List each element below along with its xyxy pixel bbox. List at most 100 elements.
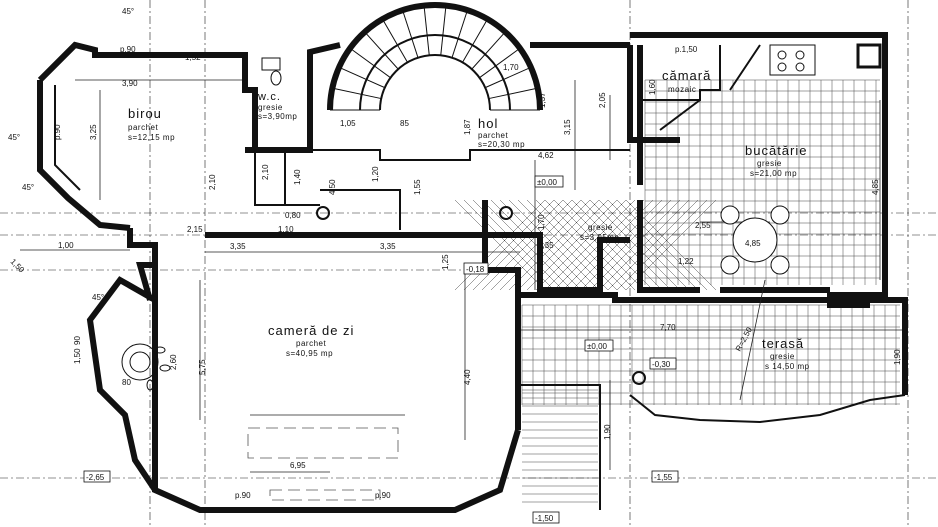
- dimension-label: 6,95: [290, 461, 306, 470]
- level-marker: -1,50: [535, 514, 554, 523]
- dimension-label: 1,37: [538, 92, 547, 108]
- dimension-label: 4,50: [328, 179, 337, 195]
- dimension-label: 90: [73, 336, 82, 345]
- dimension-label: 5,75: [198, 359, 207, 375]
- stair-tread: [451, 9, 468, 58]
- living-room-table: [247, 427, 399, 501]
- level-marker: -0,30: [652, 360, 671, 369]
- hatch-line: [481, 199, 573, 291]
- dimension-label: p.90: [53, 124, 62, 140]
- dimension-label: 80: [122, 378, 131, 387]
- exterior-stairs: [522, 389, 598, 503]
- dimension-label: 1,40: [293, 169, 302, 185]
- spiral-staircase: [327, 2, 543, 111]
- hatch-line: [490, 199, 582, 291]
- hatch-line: [580, 199, 672, 291]
- stair-tread: [402, 9, 419, 58]
- dimension-label: 3,25: [89, 124, 98, 140]
- room-floor-bucatarie: gresie: [757, 159, 782, 168]
- room-area-hol: s=20,30 mp: [478, 140, 525, 149]
- room-area-camera-de-zi: s=40,95 mp: [286, 349, 333, 358]
- room-name-bucatarie: bucătărie: [745, 143, 807, 158]
- level-marker: ±0,00: [587, 342, 608, 351]
- room-name-birou: birou: [128, 106, 162, 121]
- dimension-label: 45°: [22, 183, 34, 192]
- stair-tread: [479, 47, 521, 79]
- room-area-wc: s=3,90mp: [258, 112, 297, 121]
- stair-tread: [440, 5, 447, 56]
- dimension-label: 1,70: [503, 63, 519, 72]
- level-marker: ±0,00: [537, 178, 558, 187]
- dimension-label: p.90: [235, 491, 251, 500]
- dimension-label: 1,87: [463, 119, 472, 135]
- stair-tread: [488, 87, 538, 100]
- stair-tread: [364, 31, 399, 70]
- dimension-label: 2,05: [598, 92, 607, 108]
- dimension-label: 1,60: [648, 79, 657, 95]
- dimension-label: 2,15: [187, 225, 203, 234]
- stair-tread: [382, 18, 408, 63]
- dimension-label: 3,15: [563, 119, 572, 135]
- kitchen-fixtures: [720, 43, 882, 401]
- hatch-line: [454, 199, 546, 291]
- stair-tread: [485, 66, 532, 89]
- stair-tread: [332, 87, 382, 100]
- room-area-terasa: s 14,50 mp: [765, 362, 810, 371]
- dimension-label: 1,10: [278, 225, 294, 234]
- room-labels: birou parchet s=12,15 mp w.c. gresie s=3…: [128, 68, 810, 371]
- dimension-label: 2,55: [695, 221, 711, 230]
- stair-tread: [338, 66, 385, 89]
- hatch-line: [517, 199, 609, 291]
- hatch-line: [463, 199, 555, 291]
- dimension-label: 2,10: [208, 174, 217, 190]
- dimension-label: 3,35: [230, 242, 246, 251]
- hatch-line: [589, 199, 681, 291]
- dimension-label: 2,35: [538, 241, 554, 250]
- dimension-label: 1,90: [603, 424, 612, 440]
- hatch-line: [544, 199, 636, 291]
- dimension-label: p.90: [375, 491, 391, 500]
- dimension-label: 1,70: [537, 214, 546, 230]
- plant-symbols: [121, 343, 171, 391]
- room-area-bucatarie: s=21,00 mp: [750, 169, 797, 178]
- room-floor-camara: mozaic: [668, 85, 696, 94]
- room-floor-gresie: gresie: [588, 223, 613, 232]
- dimension-label: 1,00: [58, 241, 74, 250]
- dimension-label: 4,40: [463, 369, 472, 385]
- room-floor-birou: parchet: [128, 123, 158, 132]
- walls: [37, 32, 908, 513]
- dimension-label: 45°: [8, 133, 20, 142]
- hatch-line: [472, 199, 564, 291]
- dimension-label: 1,55: [413, 179, 422, 195]
- dimension-label: p.90: [120, 45, 136, 54]
- room-name-hol: hol: [478, 116, 498, 131]
- dimension-label: 85: [400, 119, 409, 128]
- dimension-label: 1,90: [893, 349, 902, 365]
- room-floor-camera-de-zi: parchet: [296, 339, 326, 348]
- room-area-birou: s=12,15 mp: [128, 133, 175, 142]
- level-markers: ±0,00 ±0,00 -0,18 -0,30 -2,65 -1,55 -1,5…: [83, 175, 679, 524]
- hatch-line: [508, 199, 600, 291]
- room-name-camera-de-zi: cameră de zi: [268, 323, 354, 338]
- dimension-label: 4,62: [538, 151, 554, 160]
- dimension-label: 7,70: [660, 323, 676, 332]
- dimension-label: 1,20: [371, 166, 380, 182]
- dimension-label: 4,85: [745, 239, 761, 248]
- stair-tread: [471, 31, 506, 70]
- dimension-label: 1,50: [9, 257, 27, 275]
- level-marker: -1,55: [654, 473, 673, 482]
- dimension-labels: 3,90 3,25 1,52 p.90 p.90 2,15 3,35 3,35 …: [8, 7, 902, 500]
- level-marker: -2,65: [86, 473, 105, 482]
- dimension-label: 1,22: [678, 257, 694, 266]
- dimension-label: p.1,50: [675, 45, 698, 54]
- wc-fixtures: [261, 57, 282, 86]
- dimension-label: 1,50: [73, 348, 82, 364]
- level-marker: -0,18: [466, 265, 485, 274]
- dimension-label: 3,90: [122, 79, 138, 88]
- room-name-wc: w.c.: [257, 91, 281, 103]
- dimension-label: 45°: [122, 7, 134, 16]
- dimension-label: 4,85: [871, 179, 880, 195]
- dimension-label: 45°: [92, 293, 104, 302]
- room-floor-wc: gresie: [258, 103, 283, 112]
